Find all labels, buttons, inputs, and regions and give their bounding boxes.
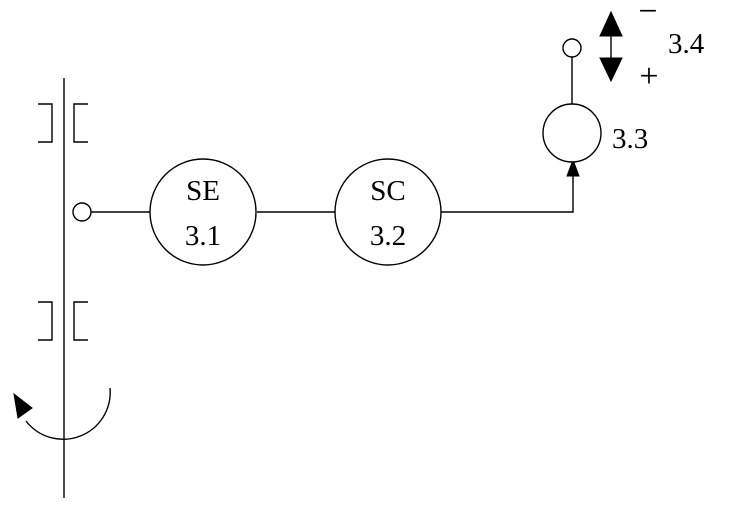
node-se-name: SE — [186, 175, 220, 207]
node-adjuster-number: 3.4 — [668, 28, 705, 60]
lower-bearing-right-bracket — [73, 301, 88, 341]
node-adjuster: − + 3.4 — [562, 0, 705, 95]
link-sc-to-actuator — [441, 176, 574, 213]
node-se: SE 3.1 — [149, 158, 257, 266]
node-se-circle — [149, 158, 257, 266]
shaft-measuring-point — [72, 202, 92, 222]
lower-bearing-left-bracket — [38, 301, 53, 341]
node-actuator-number: 3.3 — [612, 123, 648, 155]
lower-bearing — [38, 301, 88, 341]
upper-bearing — [38, 103, 88, 143]
rotation-arrow-icon — [13, 387, 111, 440]
adjuster-minus-sign: − — [638, 0, 657, 30]
node-sc-circle — [334, 158, 442, 266]
node-actuator: 3.3 — [542, 103, 648, 163]
node-actuator-circle — [542, 103, 602, 163]
node-se-number: 3.1 — [185, 220, 221, 252]
adjuster-plus-sign: + — [639, 58, 658, 95]
upper-bearing-left-bracket — [38, 103, 53, 143]
adjuster-point — [562, 38, 582, 58]
adjust-direction-arrow-icon — [599, 10, 623, 83]
upper-bearing-right-bracket — [73, 103, 88, 143]
shaft — [13, 78, 111, 498]
node-sc-number: 3.2 — [370, 220, 406, 252]
node-sc: SC 3.2 — [334, 158, 442, 266]
connections — [91, 57, 580, 213]
node-sc-name: SC — [370, 175, 405, 207]
link-sc-to-actuator-arrowhead — [566, 158, 580, 177]
